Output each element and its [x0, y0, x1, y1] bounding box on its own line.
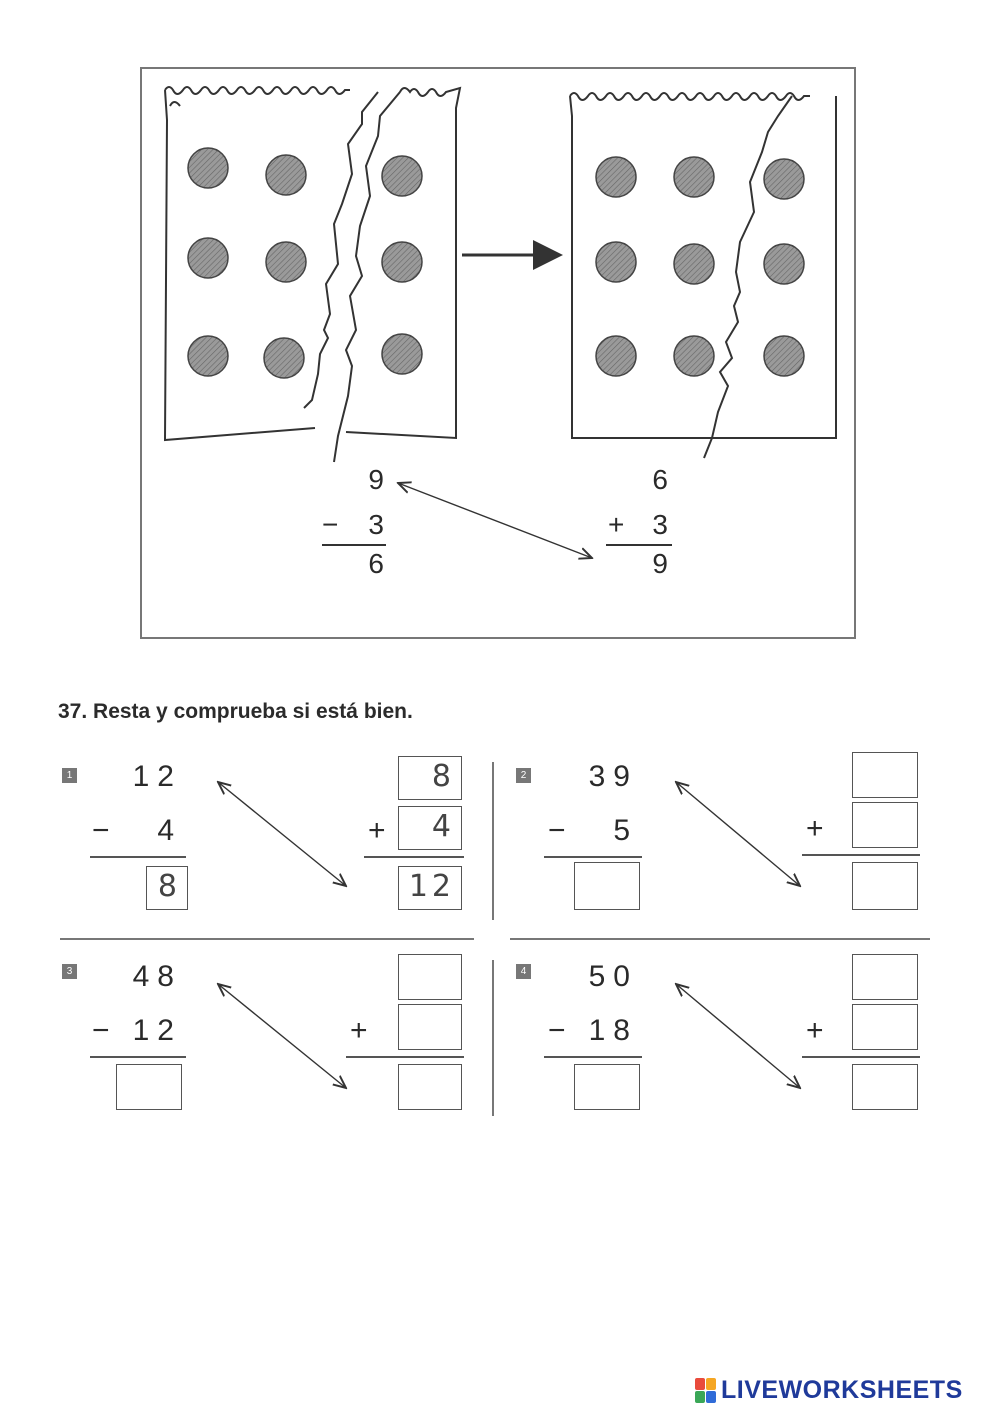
check-top-box[interactable] [852, 752, 918, 798]
answer-rule [90, 856, 186, 858]
check-top-box[interactable] [852, 954, 918, 1000]
check-arrow-4 [676, 984, 800, 1088]
plus-sign: + [806, 812, 826, 845]
check-sum-box[interactable]: 12 [398, 866, 462, 910]
dots-right [595, 156, 805, 377]
example-addend-top: 6 [652, 464, 670, 495]
check-mid-box[interactable]: 4 [398, 806, 462, 850]
horizontal-divider-left [60, 938, 474, 940]
subtrahend: 4 [157, 814, 182, 847]
subtrahend: 18 [588, 1014, 638, 1047]
illustration-drawing [163, 86, 837, 700]
example-addend: 3 [652, 509, 670, 540]
check-rule [802, 854, 920, 856]
torn-paper-left-piece [333, 86, 462, 463]
check-arrow-1 [218, 782, 346, 886]
subtrahend: 5 [613, 814, 638, 847]
minus-sign: − [548, 1014, 568, 1047]
check-mid-box[interactable] [398, 1004, 462, 1050]
minus-sign: − [92, 1014, 112, 1047]
problem-number-badge: 3 [62, 964, 77, 979]
minus-sign: − [548, 814, 568, 847]
vertical-divider-bottom [492, 960, 494, 1116]
minuend: 12 [132, 760, 182, 793]
answer-rule [90, 1056, 186, 1058]
check-rule [364, 856, 464, 858]
liveworksheets-brand: LIVEWORKSHEETS [721, 1376, 963, 1404]
example-minuend: 9 [368, 464, 386, 495]
example-subtrahend: 3 [368, 509, 386, 540]
example-plus-sign: + [608, 509, 627, 540]
example-minus-sign: − [322, 509, 341, 540]
check-top-box[interactable]: 8 [398, 756, 462, 800]
check-mid-box[interactable] [852, 1004, 918, 1050]
problem-number-badge: 4 [516, 964, 531, 979]
check-arrow-2 [676, 782, 800, 886]
torn-paper-right [569, 92, 837, 459]
difference-answer-box[interactable]: 8 [146, 866, 188, 910]
minuend: 48 [132, 960, 182, 993]
minus-sign: − [92, 814, 112, 847]
torn-paper-left [163, 86, 379, 442]
vertical-divider-top [492, 762, 494, 920]
answer-rule [544, 1056, 642, 1058]
check-arrow-3 [218, 984, 346, 1088]
problem-number-badge: 1 [62, 768, 77, 783]
difference-answer-box[interactable] [116, 1064, 182, 1110]
check-sum-box[interactable] [398, 1064, 462, 1110]
difference-answer-box[interactable] [574, 862, 640, 910]
check-top-box[interactable] [398, 954, 462, 1000]
check-rule [802, 1056, 920, 1058]
check-mid-box[interactable] [852, 802, 918, 848]
problem-number-badge: 2 [516, 768, 531, 783]
check-rule [346, 1056, 464, 1058]
subtrahend: 12 [132, 1014, 182, 1047]
exercise-heading: 37. Resta y comprueba si está bien. [58, 700, 413, 723]
check-sum-box[interactable] [852, 862, 918, 910]
check-sum-box[interactable] [852, 1064, 918, 1110]
answer-rule [544, 856, 642, 858]
plus-sign: + [350, 1014, 370, 1047]
minuend: 39 [588, 760, 638, 793]
check-arrow [398, 483, 592, 558]
minuend: 50 [588, 960, 638, 993]
difference-answer-box[interactable] [574, 1064, 640, 1110]
liveworksheets-logo-icon [695, 1378, 716, 1403]
horizontal-divider-right [510, 938, 930, 940]
plus-sign: + [806, 1014, 826, 1047]
dots-left [187, 147, 423, 379]
illustration-frame [140, 67, 856, 639]
example-sum: 9 [652, 548, 670, 579]
example-difference: 6 [368, 548, 386, 579]
plus-sign: + [368, 814, 388, 847]
